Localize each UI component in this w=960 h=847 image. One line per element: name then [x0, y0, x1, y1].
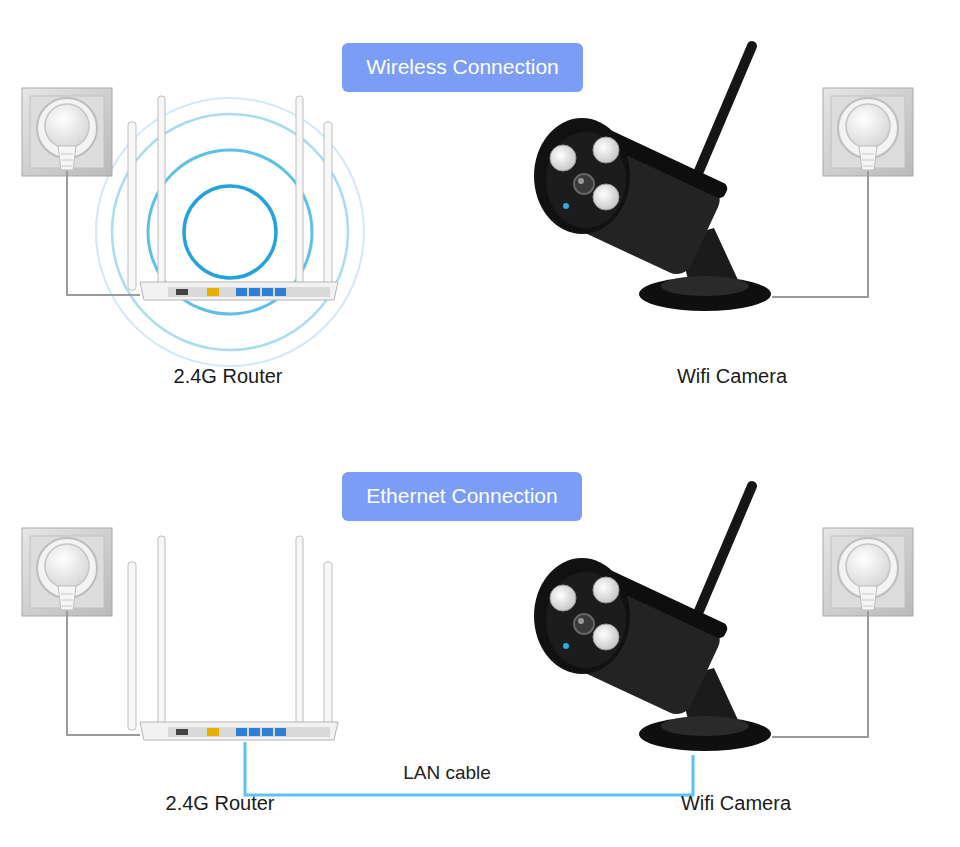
router-figure: 2.4G Router — [125, 535, 340, 742]
ethernet-scene — [22, 486, 913, 751]
camera-figure: Wifi Camera — [530, 40, 790, 312]
device-label: 2.4G Router — [166, 791, 275, 815]
device-label: Wifi Camera — [677, 364, 787, 388]
device-label: Wifi Camera — [681, 791, 791, 815]
camera-figure: Wifi Camera — [530, 480, 790, 755]
section-badge: Ethernet Connection — [342, 472, 582, 521]
cable-label: LAN cable — [399, 761, 495, 785]
device-label: 2.4G Router — [174, 364, 283, 388]
lan-cable — [245, 742, 693, 795]
router-figure: 2.4G Router — [125, 40, 340, 302]
section-title: Wireless Connection — [366, 55, 559, 79]
section-title: Ethernet Connection — [366, 484, 557, 508]
section-badge: Wireless Connection — [342, 43, 583, 92]
